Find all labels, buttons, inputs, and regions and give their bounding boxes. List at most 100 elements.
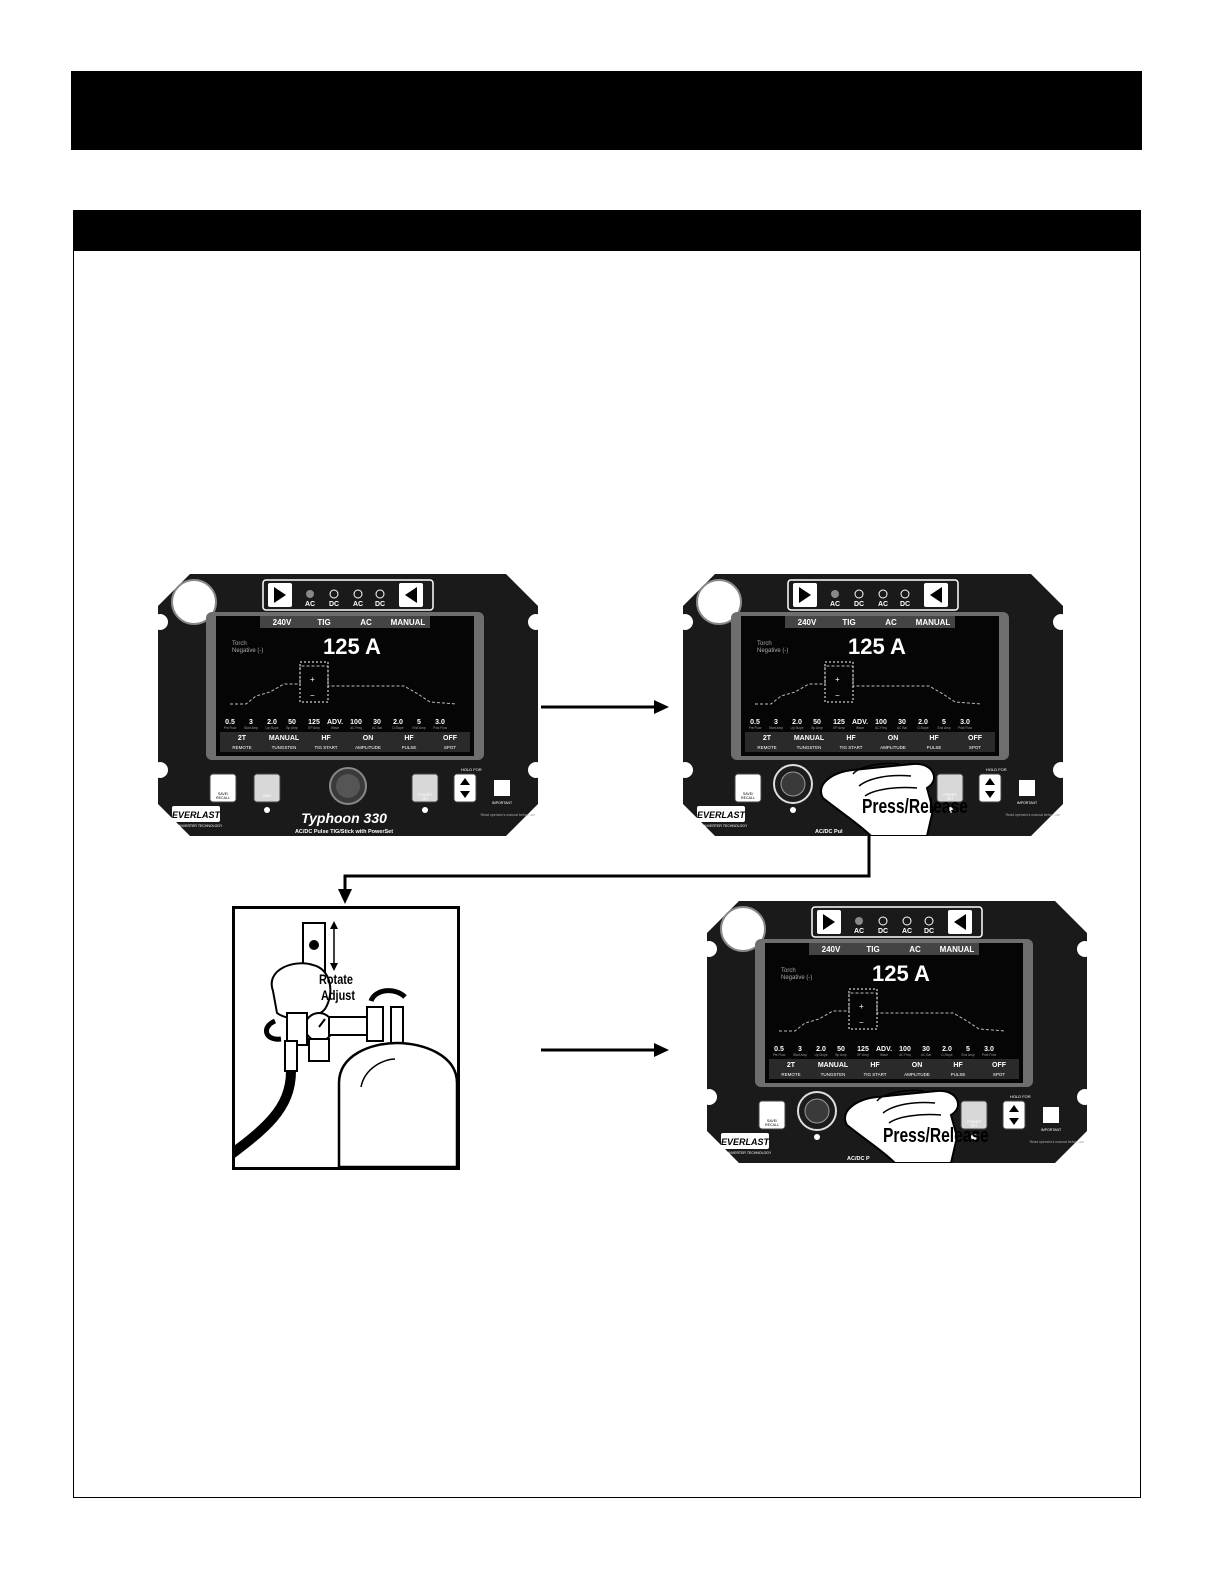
- powerset-button[interactable]: [411, 773, 439, 803]
- panel-graphic: AC DC AC DC 240V TIG AC MANUAL Torch Neg…: [158, 574, 538, 836]
- mode-label: SPOT: [444, 745, 457, 750]
- powerset-button[interactable]: [936, 773, 964, 803]
- rotate-callout: Rotate: [319, 971, 353, 987]
- param-label: End Amp: [962, 1053, 975, 1057]
- param-value: 2.0: [942, 1046, 952, 1053]
- svg-text:+: +: [835, 675, 840, 684]
- param-value: 125: [857, 1046, 869, 1053]
- led-label-ac-1: AC: [830, 601, 840, 608]
- param-value: 2.0: [816, 1046, 826, 1053]
- status-polarity: AC: [360, 618, 372, 627]
- hold-for-label: HOLD FOR: [1010, 1094, 1031, 1099]
- gas-test-button[interactable]: [253, 773, 281, 803]
- mode-value: 2T: [787, 1062, 796, 1069]
- control-panel-step-3: AC DC AC DC 240V TIG AC MANUAL Torch Neg…: [707, 901, 1087, 1163]
- param-value: 0.5: [225, 719, 235, 726]
- svg-text:+: +: [859, 1002, 864, 1011]
- param-label: Wave: [856, 726, 864, 730]
- param-value: 3.0: [960, 719, 970, 726]
- mode-value: OFF: [968, 735, 983, 742]
- gas-label: GAS: [263, 793, 272, 798]
- important-label: IMPORTANT: [1041, 1128, 1062, 1132]
- param-label: Up Slope: [265, 726, 278, 730]
- param-label: Bp Amp: [835, 1053, 846, 1057]
- manual-note: Read operator's manual before use: [1030, 1140, 1085, 1144]
- model-subtitle-partial: AC/DC P: [847, 1156, 870, 1162]
- amperage-display: 125 A: [323, 634, 381, 659]
- param-label: D.Slope: [392, 726, 404, 730]
- mode-label: PULSE: [951, 1072, 966, 1077]
- param-label: Start Amp: [244, 726, 258, 730]
- save-label: SAVE/: [743, 792, 753, 796]
- param-label: AC Bal: [921, 1053, 931, 1057]
- param-value: 30: [898, 719, 906, 726]
- led-label-dc-2: DC: [375, 601, 385, 608]
- param-label: Pre Flow: [749, 726, 762, 730]
- save-recall-button[interactable]: [734, 773, 762, 803]
- mode-label: PULSE: [402, 745, 417, 750]
- page-header-banner: [71, 71, 1142, 150]
- param-value: 2.0: [393, 719, 403, 726]
- important-label: IMPORTANT: [1017, 801, 1038, 805]
- save-recall-button[interactable]: [758, 1100, 786, 1130]
- everlast-logo: [172, 806, 220, 822]
- status-voltage: 240V: [822, 945, 841, 954]
- param-value: 5: [966, 1046, 970, 1053]
- led-label-ac-2: AC: [878, 601, 888, 608]
- param-label: Pre Flow: [773, 1053, 786, 1057]
- param-value: 5: [417, 719, 421, 726]
- electrode-note-2: Negative (-): [757, 648, 788, 654]
- mode-label: SPOT: [993, 1072, 1006, 1077]
- up-down-button[interactable]: [978, 773, 1002, 803]
- led-label-ac-1: AC: [305, 601, 315, 608]
- param-value: 50: [837, 1046, 845, 1053]
- save-recall-button[interactable]: [209, 773, 237, 803]
- mode-value: HF: [846, 735, 856, 742]
- param-label: AC Bal: [897, 726, 907, 730]
- status-polarity: AC: [885, 618, 897, 627]
- mode-label: AMPLITUDE: [880, 745, 906, 750]
- adjust-callout: Adjust: [321, 987, 355, 1003]
- powerset-label-1: POWER: [967, 1120, 981, 1124]
- recall-label: RECALL: [216, 796, 230, 800]
- brand-name: EVERLAST: [697, 810, 747, 820]
- panel-graphic: AC DC AC DC 240V TIG AC MANUAL Torch Neg…: [683, 574, 1063, 836]
- mode-value: ON: [888, 735, 899, 742]
- mode-value: OFF: [443, 735, 458, 742]
- mode-value: HF: [321, 735, 331, 742]
- status-mode: MANUAL: [940, 945, 975, 954]
- param-label: Up Slope: [790, 726, 803, 730]
- panel-graphic: AC DC AC DC 240V TIG AC MANUAL Torch Neg…: [707, 901, 1087, 1163]
- mode-label: REMOTE: [781, 1072, 800, 1077]
- param-label: Pre Flow: [224, 726, 237, 730]
- param-value: 5: [942, 719, 946, 726]
- brand-tagline: FAST INVERTER TECHNOLOGY: [695, 824, 748, 828]
- rotate-arrow-icon: [368, 988, 407, 1003]
- step-badge: [696, 579, 742, 625]
- up-down-button[interactable]: [1002, 1100, 1026, 1130]
- param-label: AC Freq: [875, 726, 887, 730]
- recall-label: RECALL: [741, 796, 755, 800]
- arrow-right-icon: [654, 1043, 669, 1057]
- mode-value: HF: [870, 1062, 880, 1069]
- hold-for-label: HOLD FOR: [986, 767, 1007, 772]
- led-label-dc-1: DC: [854, 601, 864, 608]
- powerset-button[interactable]: [960, 1100, 988, 1130]
- led-label-ac-2: AC: [353, 601, 363, 608]
- press-release-callout: Press/Release: [862, 796, 968, 818]
- param-value: 3: [249, 719, 253, 726]
- up-down-button[interactable]: [453, 773, 477, 803]
- mode-label: TIG START: [863, 1072, 886, 1077]
- control-panel-step-2: AC DC AC DC 240V TIG AC MANUAL Torch Neg…: [683, 574, 1063, 836]
- model-subtitle: AC/DC Pulse TIG/Stick with PowerSet: [295, 829, 393, 835]
- control-panel-step-1: AC DC AC DC 240V TIG AC MANUAL Torch Neg…: [158, 574, 538, 836]
- param-value: ADV.: [876, 1046, 892, 1053]
- mode-value: 2T: [763, 735, 772, 742]
- mode-value: OFF: [992, 1062, 1007, 1069]
- svg-text:−: −: [859, 1018, 864, 1027]
- param-value: 50: [813, 719, 821, 726]
- status-process: TIG: [842, 618, 855, 627]
- param-value: 3.0: [984, 1046, 994, 1053]
- led-label-dc-1: DC: [878, 928, 888, 935]
